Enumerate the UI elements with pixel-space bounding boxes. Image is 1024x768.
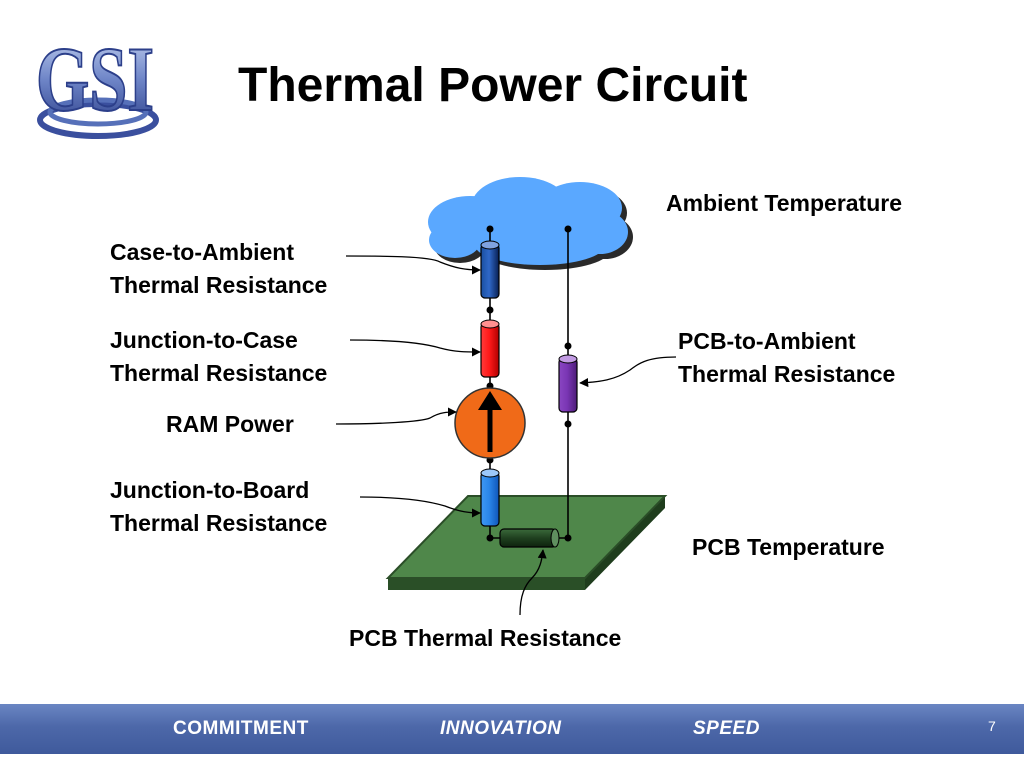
footer-word-commitment: COMMITMENT [173, 718, 309, 739]
ambient-cloud [428, 177, 633, 270]
pcb-thermal-resistance-label: PCB Thermal Resistance [349, 625, 622, 651]
ambient-temperature-label: Ambient Temperature [666, 190, 903, 216]
footer-bottom-strip [0, 754, 1024, 768]
footer-word-innovation: INNOVATION [440, 718, 562, 739]
case-to-ambient-resistor [480, 240, 500, 299]
pcb-resistance-leader [519, 549, 547, 616]
case-to-ambient-leader [345, 255, 481, 275]
page-number: 7 [988, 718, 996, 734]
ram-power-source [454, 387, 526, 459]
pcb-to-ambient-resistor [558, 354, 578, 413]
pcb-to-ambient-label: PCB-to-Ambient Thermal Resistance [678, 328, 896, 387]
circuit-wires [489, 229, 569, 539]
case-to-ambient-label: Case-to-Ambient Thermal Resistance [110, 239, 328, 298]
pcb-to-ambient-leader [579, 356, 677, 388]
pcb-thermal-resistor [499, 528, 560, 548]
junction-to-board-leader [359, 496, 481, 518]
footer-bar: COMMITMENT INNOVATION SPEED 7 [0, 704, 1024, 754]
junction-to-case-leader [349, 339, 481, 357]
junction-to-board-resistor [480, 468, 500, 527]
thermal-circuit-diagram [335, 177, 677, 616]
ram-power-leader [335, 407, 457, 425]
ram-power-label: RAM Power [166, 411, 294, 437]
slide-title: Thermal Power Circuit [238, 59, 748, 112]
junction-to-board-label: Junction-to-Board Thermal Resistance [110, 477, 328, 536]
svg-text:GSI: GSI [36, 28, 154, 130]
gsi-logo: GSI [35, 27, 159, 139]
pcb-temperature-label: PCB Temperature [692, 534, 885, 560]
footer-word-speed: SPEED [693, 718, 760, 739]
junction-to-case-resistor [480, 319, 500, 378]
junction-to-case-label: Junction-to-Case Thermal Resistance [110, 327, 328, 386]
